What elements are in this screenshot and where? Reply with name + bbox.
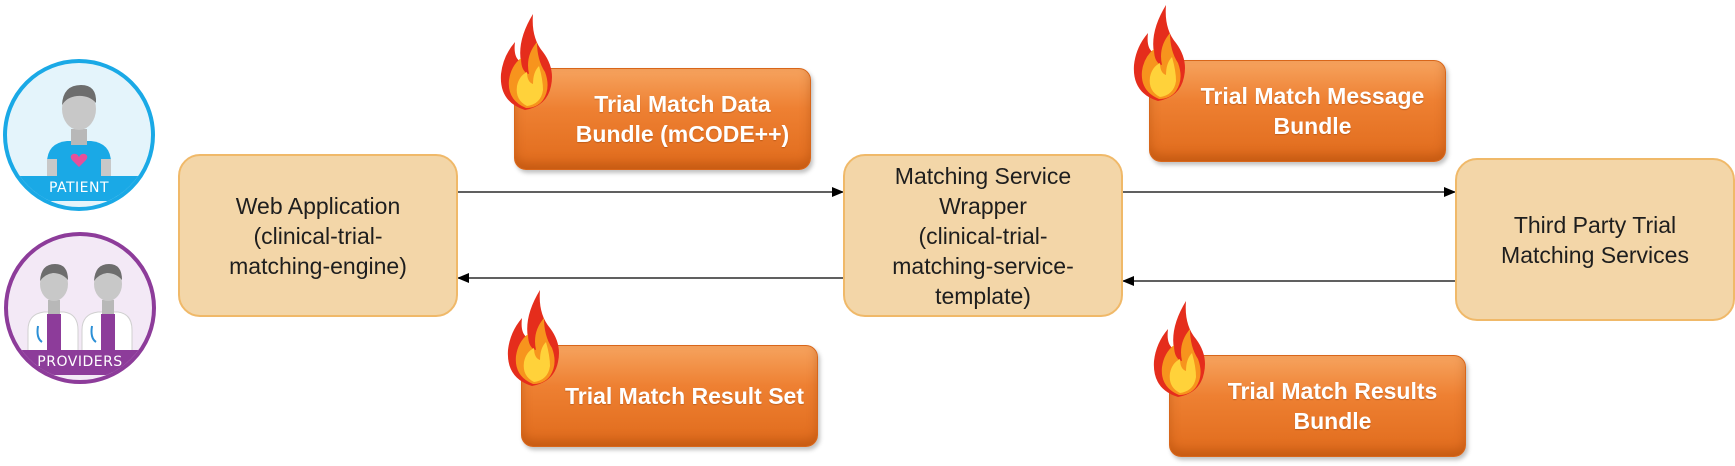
fhir-flame-icon [1133,5,1185,101]
fhir-flame-icon [507,290,559,386]
fhir-flame-icon [500,14,552,110]
providers-badge: PROVIDERS [4,232,156,384]
trial-match-message-bundle: Trial Match Message Bundle [1149,60,1446,162]
providers-label: PROVIDERS [8,350,152,375]
trial-match-result-set: Trial Match Result Set [521,345,818,447]
patient-label: PATIENT [7,176,151,201]
providers-avatar-icon [27,264,133,353]
web-application-node: Web Application (clinical-trial- matchin… [178,154,458,317]
patient-badge: PATIENT [3,59,155,211]
matching-service-wrapper-node: Matching Service Wrapper (clinical-trial… [843,154,1123,317]
third-party-services-node: Third Party Trial Matching Services [1455,158,1735,321]
trial-match-results-bundle: Trial Match Results Bundle [1169,355,1466,457]
fhir-flame-icon [1153,301,1205,397]
trial-match-data-bundle: Trial Match Data Bundle (mCODE++) [514,68,811,170]
